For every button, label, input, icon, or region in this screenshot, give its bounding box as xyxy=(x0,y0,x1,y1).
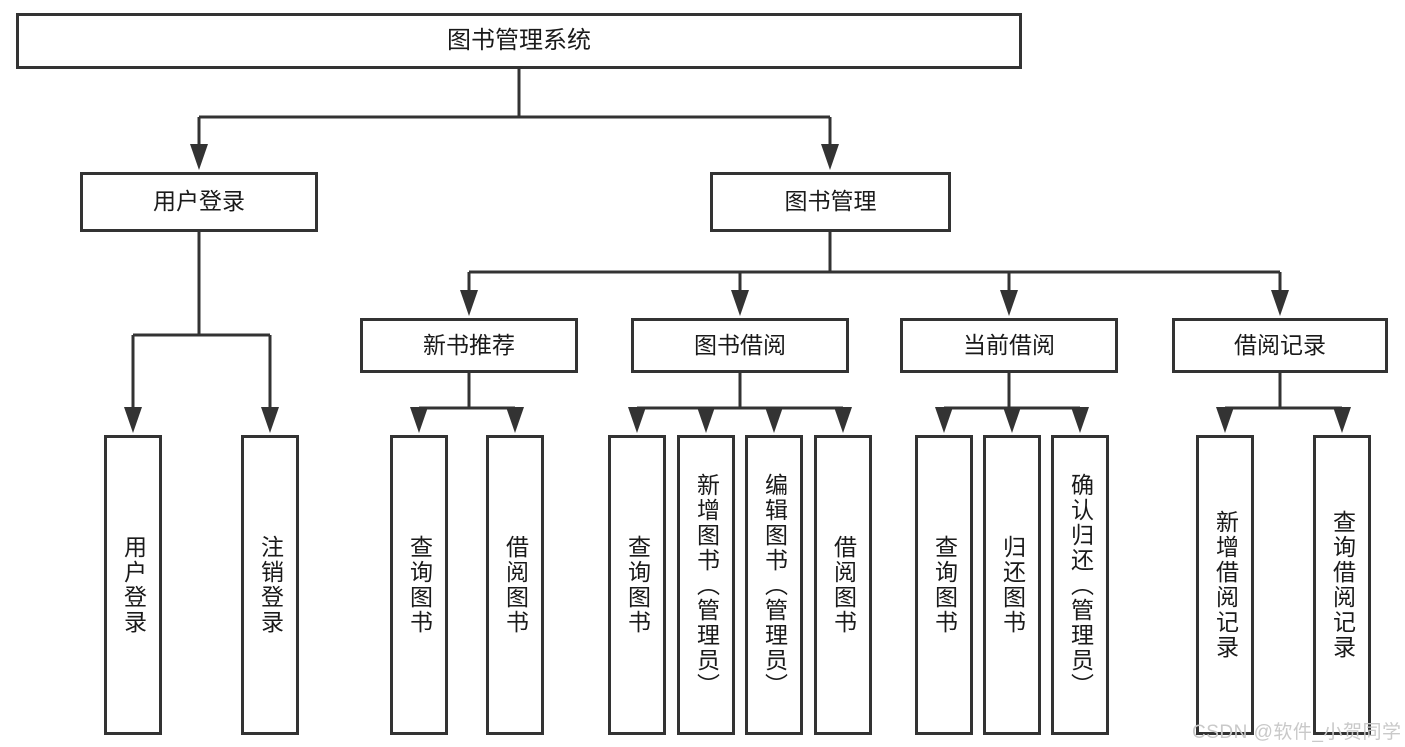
node-current-borrow[interactable]: 当前借阅 xyxy=(900,318,1118,373)
node-user-login-label: 用户登录 xyxy=(153,188,245,215)
node-borrow-record-label: 借阅记录 xyxy=(1234,331,1326,358)
node-leaf-query-record-label: 查询借阅记录 xyxy=(1329,510,1356,660)
node-leaf-query-book-3[interactable]: 查询图书 xyxy=(915,435,973,735)
conn-user-login xyxy=(124,232,279,433)
node-leaf-confirm-return[interactable]: 确认归还（管理员） xyxy=(1051,435,1109,735)
node-new-book-recommend[interactable]: 新书推荐 xyxy=(360,318,578,373)
conn-borrow-record xyxy=(1216,373,1351,433)
node-book-manage[interactable]: 图书管理 xyxy=(710,172,951,232)
node-root[interactable]: 图书管理系统 xyxy=(16,13,1022,69)
node-leaf-user-login-label: 用户登录 xyxy=(120,535,147,635)
node-leaf-query-record[interactable]: 查询借阅记录 xyxy=(1313,435,1371,735)
node-leaf-logout[interactable]: 注销登录 xyxy=(241,435,299,735)
node-leaf-query-book-2[interactable]: 查询图书 xyxy=(608,435,666,735)
node-borrow-record[interactable]: 借阅记录 xyxy=(1172,318,1388,373)
conn-root xyxy=(190,69,839,170)
node-leaf-user-login[interactable]: 用户登录 xyxy=(104,435,162,735)
node-leaf-add-book-label: 新增图书（管理员） xyxy=(693,472,720,698)
node-new-book-recommend-label: 新书推荐 xyxy=(423,331,515,358)
node-leaf-borrow-book-2-label: 借阅图书 xyxy=(830,535,857,635)
node-leaf-confirm-return-label: 确认归还（管理员） xyxy=(1067,472,1094,698)
node-leaf-borrow-book-1-label: 借阅图书 xyxy=(502,535,529,635)
node-leaf-borrow-book-2[interactable]: 借阅图书 xyxy=(814,435,872,735)
node-leaf-borrow-book-1[interactable]: 借阅图书 xyxy=(486,435,544,735)
conn-book-manage xyxy=(460,232,1289,316)
node-leaf-add-record[interactable]: 新增借阅记录 xyxy=(1196,435,1254,735)
node-book-borrow[interactable]: 图书借阅 xyxy=(631,318,849,373)
node-leaf-edit-book[interactable]: 编辑图书（管理员） xyxy=(745,435,803,735)
conn-current-borrow xyxy=(935,373,1089,433)
node-leaf-query-book-1[interactable]: 查询图书 xyxy=(390,435,448,735)
node-book-borrow-label: 图书借阅 xyxy=(694,331,786,358)
node-leaf-add-record-label: 新增借阅记录 xyxy=(1212,510,1239,660)
node-leaf-query-book-3-label: 查询图书 xyxy=(931,535,958,635)
node-leaf-logout-label: 注销登录 xyxy=(257,535,284,635)
node-leaf-query-book-2-label: 查询图书 xyxy=(624,535,651,635)
node-current-borrow-label: 当前借阅 xyxy=(963,331,1055,358)
node-leaf-return-book[interactable]: 归还图书 xyxy=(983,435,1041,735)
node-book-manage-label: 图书管理 xyxy=(784,188,877,215)
watermark-text: CSDN @软件_小贺同学 xyxy=(1192,722,1402,743)
conn-new-book xyxy=(410,373,524,433)
node-leaf-return-book-label: 归还图书 xyxy=(999,535,1026,635)
node-leaf-edit-book-label: 编辑图书（管理员） xyxy=(761,472,788,698)
node-user-login[interactable]: 用户登录 xyxy=(80,172,318,232)
node-leaf-add-book[interactable]: 新增图书（管理员） xyxy=(677,435,735,735)
conn-book-borrow xyxy=(628,373,852,433)
node-root-label: 图书管理系统 xyxy=(447,26,591,54)
node-leaf-query-book-1-label: 查询图书 xyxy=(406,535,433,635)
